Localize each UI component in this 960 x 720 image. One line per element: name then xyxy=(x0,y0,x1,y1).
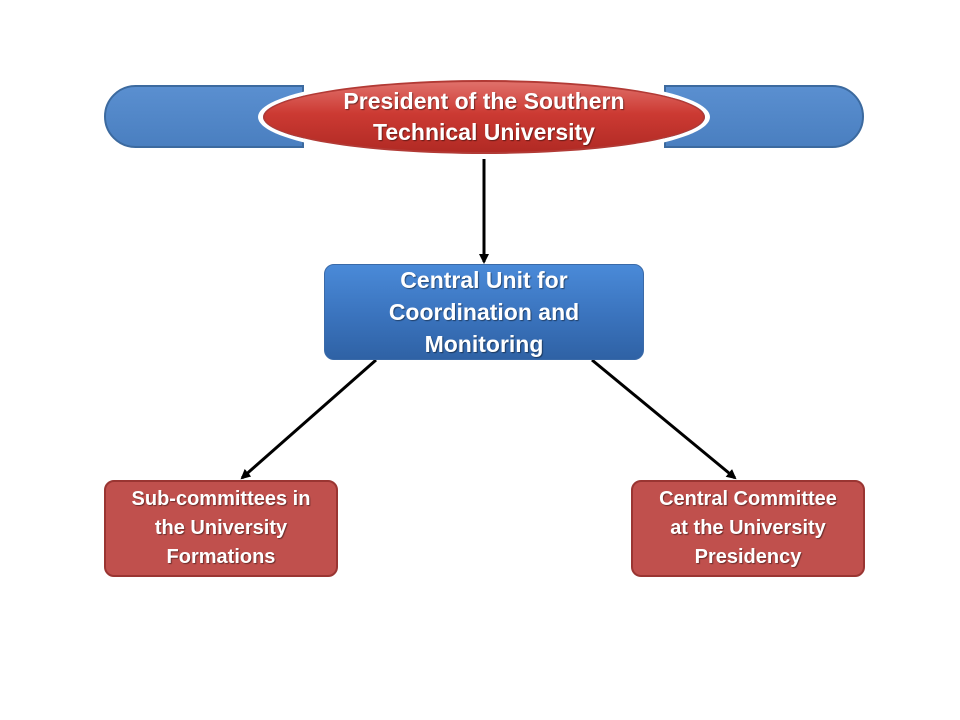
arrow-central-unit-to-central-committee xyxy=(591,358,737,480)
subcommittees-label: Sub-committees in the University Formati… xyxy=(132,485,311,572)
president-label-line-2: Technical University xyxy=(372,119,595,145)
central-unit-label-line-2: Coordination and xyxy=(388,299,580,325)
subcommittees-label-line-2: the University xyxy=(154,517,288,539)
central-committee-node: Central Committee at the University Pres… xyxy=(631,480,865,577)
central-unit-node: Central Unit for Coordination and Monito… xyxy=(324,264,644,360)
central-committee-label-line-1: Central Committee xyxy=(659,488,837,510)
president-label: President of the Southern Technical Univ… xyxy=(343,86,624,148)
subcommittees-label-line-1: Sub-committees in xyxy=(131,488,311,510)
central-committee-label-line-2: at the University xyxy=(670,517,826,539)
president-node: President of the Southern Technical Univ… xyxy=(263,80,705,154)
subcommittees-label-line-3: Formations xyxy=(166,546,276,568)
arrow-central-unit-to-subcommittees xyxy=(240,358,377,480)
president-label-line-1: President of the Southern xyxy=(343,88,625,114)
central-unit-label: Central Unit for Coordination and Monito… xyxy=(389,264,579,360)
subcommittees-node: Sub-committees in the University Formati… xyxy=(104,480,338,577)
central-committee-label: Central Committee at the University Pres… xyxy=(659,485,837,572)
central-committee-label-line-3: Presidency xyxy=(694,546,802,568)
central-unit-label-line-1: Central Unit for xyxy=(400,267,568,293)
central-unit-label-line-3: Monitoring xyxy=(424,331,544,357)
